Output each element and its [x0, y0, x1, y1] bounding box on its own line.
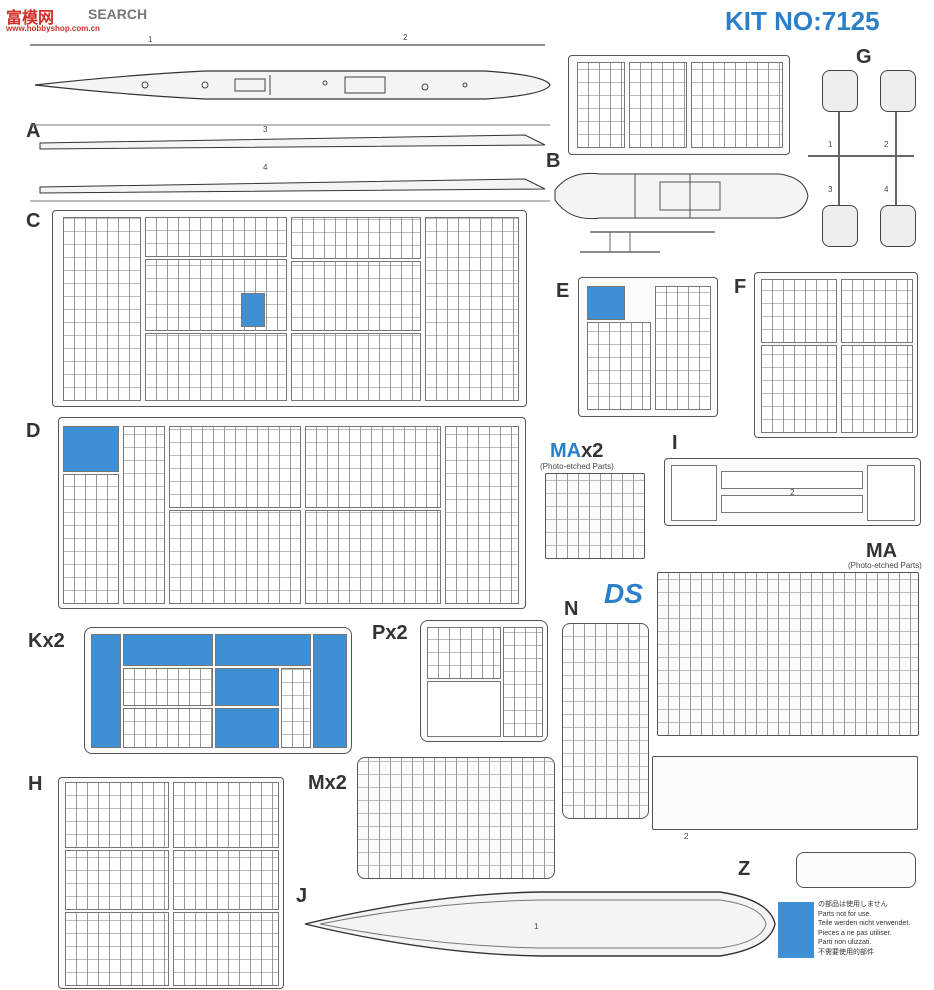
- sprue-mx2-letter: Mx2: [308, 772, 347, 794]
- part-a-3: 3: [263, 125, 268, 134]
- max2-ma: MA: [550, 440, 582, 462]
- legend-line-4: Pieces a ne pas utiliser.: [818, 929, 892, 937]
- sprue-ma-letter: MA: [866, 540, 898, 562]
- sprue-f: [754, 272, 918, 438]
- legend-line-3: Teile werden nicht verwendet.: [818, 920, 911, 927]
- legend-swatch: [778, 902, 814, 958]
- sprue-e: [578, 277, 718, 417]
- part-g-4: 4: [884, 185, 889, 194]
- legend-line-6: 不需要使用的部件: [818, 948, 874, 956]
- part-j-1: 1: [534, 922, 539, 931]
- sprue-kx2-letter: Kx2: [28, 630, 65, 652]
- part-a-4: 4: [263, 163, 268, 172]
- sprue-px2-letter: Px2: [372, 622, 408, 644]
- part-i-2: 2: [790, 488, 795, 497]
- sprue-max2: [545, 473, 645, 559]
- sprue-long-frame: [652, 756, 918, 830]
- legend-line-5: Parti non ulizzati.: [818, 939, 872, 946]
- sprue-b-deck-part: [554, 172, 809, 253]
- sprue-max2-letter: MAx2: [550, 440, 603, 463]
- sprue-g-letter: G: [856, 46, 872, 68]
- max2-suffix: x2: [581, 440, 604, 462]
- sprue-h-letter: H: [28, 773, 43, 795]
- legend-line-1: の部品は使用しません: [818, 901, 888, 908]
- sprue-ma: [657, 572, 919, 736]
- sprue-mx2: [357, 757, 555, 879]
- max2-subtitle: (Photo-etched Parts): [540, 462, 614, 471]
- sprue-z-letter: Z: [738, 858, 751, 880]
- sprue-b-letter: B: [546, 150, 561, 172]
- part-a-2: 2: [403, 33, 408, 42]
- part-g-3: 3: [828, 185, 833, 194]
- ma-subtitle: (Photo-etched Parts): [848, 561, 922, 570]
- sprue-f-letter: F: [734, 276, 747, 298]
- sprue-b-upper: [568, 55, 790, 155]
- sprue-z: [796, 852, 916, 888]
- sprue-n-letter: N: [564, 598, 579, 620]
- sprue-c: [52, 210, 527, 407]
- sprue-g-part-3: [822, 205, 858, 247]
- legend-line-2: Parts not for use.: [818, 910, 872, 918]
- sprue-e-letter: E: [556, 280, 570, 302]
- sprue-n: [562, 623, 649, 819]
- sprue-a-hull-parts: [30, 44, 551, 202]
- part-g-1: 1: [828, 140, 833, 149]
- legend-text: の部品は使用しません Parts not for use. Teile werd…: [818, 900, 930, 957]
- ds-logo: DS: [604, 578, 643, 609]
- sprue-j-hull-part: [304, 891, 776, 957]
- sprue-i: [664, 458, 921, 526]
- sprue-d: [58, 417, 526, 609]
- sprue-px2: [420, 620, 548, 742]
- sprue-d-letter: D: [26, 420, 41, 442]
- part-z-2: 2: [684, 832, 689, 841]
- sprue-i-letter: I: [672, 432, 678, 454]
- part-a-1: 1: [148, 35, 153, 44]
- kit-number: KIT NO:7125: [725, 6, 880, 36]
- sprue-h: [58, 777, 284, 989]
- part-g-2: 2: [884, 140, 889, 149]
- watermark-search: SEARCH: [88, 6, 148, 22]
- sprue-g-part-1: [822, 70, 858, 112]
- sprue-kx2: [84, 627, 352, 754]
- sprue-g-part-2: [880, 70, 916, 112]
- sprue-g-part-4: [880, 205, 916, 247]
- watermark-url: www.hobbyshop.com.cn: [6, 24, 100, 33]
- watermark-brand: 富模网: [6, 10, 55, 27]
- sprue-c-letter: C: [26, 210, 41, 232]
- sprue-j-letter: J: [296, 885, 308, 907]
- sprue-g-frame: [808, 155, 914, 157]
